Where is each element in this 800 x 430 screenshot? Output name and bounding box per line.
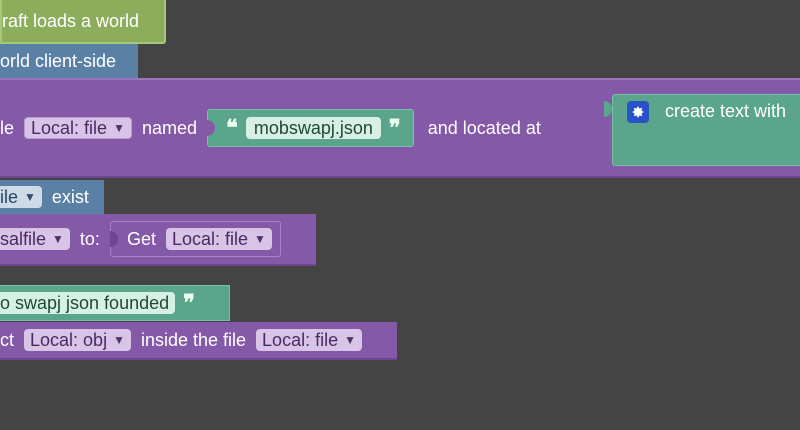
file-dropdown[interactable]: ile ▼ — [0, 186, 42, 208]
close-quote-icon: ❞ — [388, 115, 401, 141]
dropdown-arrow-icon: ▼ — [52, 232, 64, 246]
message-field[interactable]: o swapj json founded — [0, 292, 176, 314]
condition-label: orld client-side — [0, 51, 117, 71]
message-value: o swapj json founded — [0, 293, 170, 313]
message-text-block[interactable]: o swapj json founded ❞ — [0, 285, 230, 321]
local-file-dropdown[interactable]: Local: file ▼ — [24, 117, 132, 139]
variable-dropdown-label: salfile — [0, 229, 47, 249]
file-dropdown-label: ile — [0, 187, 19, 207]
object-dropdown[interactable]: Local: obj ▼ — [24, 329, 131, 351]
local-file-dropdown-label: Local: file — [31, 118, 108, 138]
target-file-dropdown[interactable]: Local: file ▼ — [256, 329, 362, 351]
named-label: named — [141, 118, 197, 138]
exist-label: exist — [51, 187, 89, 207]
block-connector — [207, 120, 215, 136]
dropdown-arrow-icon: ▼ — [254, 232, 266, 246]
gear-icon[interactable] — [627, 101, 649, 123]
variable-dropdown[interactable]: salfile ▼ — [0, 228, 70, 250]
block-connector — [604, 101, 612, 117]
filename-field[interactable]: mobswapj.json — [245, 117, 381, 139]
dropdown-arrow-icon: ▼ — [24, 190, 36, 204]
create-text-label: create text with — [665, 101, 787, 121]
exist-check-block[interactable]: ile ▼ exist — [0, 180, 104, 214]
block-connector — [109, 231, 118, 247]
filename-text-block[interactable]: ❝ mobswapj.json ❞ — [207, 109, 414, 147]
event-label: raft loads a world — [2, 11, 140, 31]
set-variable-block[interactable]: salfile ▼ to: Get Local: file ▼ — [0, 214, 316, 266]
add-object-prefix: ct — [0, 330, 15, 350]
event-block[interactable]: raft loads a world — [0, 0, 166, 44]
create-text-block[interactable]: create text with — [604, 94, 800, 166]
load-file-prefix: le — [0, 118, 15, 138]
target-file-dropdown-label: Local: file — [262, 330, 339, 350]
close-quote-icon: ❞ — [183, 290, 195, 316]
add-object-block[interactable]: ct Local: obj ▼ inside the file Local: f… — [0, 322, 397, 360]
open-quote-icon: ❝ — [226, 115, 238, 141]
get-variable-dropdown-label: Local: file — [171, 229, 248, 249]
dropdown-arrow-icon: ▼ — [344, 333, 356, 347]
inside-file-label: inside the file — [140, 330, 247, 350]
to-label: to: — [79, 229, 100, 249]
get-variable-dropdown[interactable]: Local: file ▼ — [165, 228, 272, 250]
located-label: and located at — [427, 118, 541, 138]
filename-value: mobswapj.json — [253, 118, 373, 138]
object-dropdown-label: Local: obj — [30, 330, 108, 350]
get-label: Get — [126, 229, 156, 249]
dropdown-arrow-icon: ▼ — [113, 333, 125, 347]
condition-block[interactable]: orld client-side — [0, 44, 138, 78]
get-variable-block[interactable]: Get Local: file ▼ — [109, 221, 281, 257]
dropdown-arrow-icon: ▼ — [113, 121, 125, 135]
